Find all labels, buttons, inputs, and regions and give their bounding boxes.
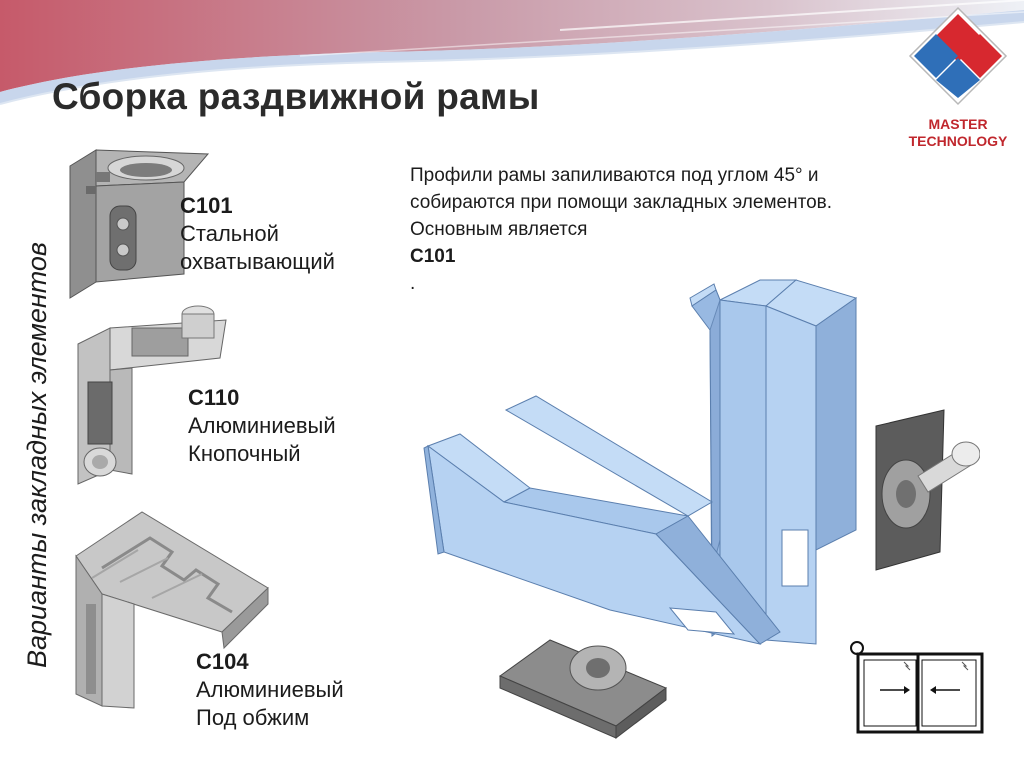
part-c110-code: С110 xyxy=(188,385,240,410)
part-c101-line-1: Стальной xyxy=(180,221,279,246)
part-c101-image xyxy=(69,149,210,299)
vertical-profile xyxy=(689,279,858,645)
part-c101-line-2: охватывающий xyxy=(180,249,335,274)
intro-line-3-suffix: . xyxy=(410,273,416,294)
logo-diamond-icon xyxy=(908,6,1008,106)
intro-line-1: Профили рамы запиливаются под углом 45° … xyxy=(410,165,819,186)
logo-line-2: TECHNOLOGY xyxy=(908,133,1008,149)
part-c104-line-1: Алюминиевый xyxy=(196,677,344,702)
loose-insert-part xyxy=(498,639,667,740)
intro-line-2: собираются при помощи закладных элементо… xyxy=(410,192,833,213)
logo-wordmark: MASTER TECHNOLOGY xyxy=(896,116,1020,150)
part-c110-line-2: Кнопочный xyxy=(188,441,301,466)
part-c104-line-2: Под обжим xyxy=(196,705,310,730)
frame-assembly-illustration xyxy=(423,279,980,740)
master-technology-logo: MASTER TECHNOLOGY xyxy=(896,6,1020,156)
vertical-section-label: Варианты закладных элементов xyxy=(22,241,52,668)
part-c104-image xyxy=(75,511,269,709)
part-c101-caption: С101 Стальной охватывающий xyxy=(180,192,335,276)
intro-paragraph: Профили рамы запиливаются под углом 45° … xyxy=(410,162,1010,297)
part-c110-caption: С110 Алюминиевый Кнопочный xyxy=(188,384,336,468)
logo-line-1: MASTER xyxy=(928,116,988,132)
part-c110-image xyxy=(77,305,227,485)
sliding-window-schema xyxy=(850,641,984,734)
slide-title: Сборка раздвижной рамы xyxy=(52,76,540,117)
header-wave-decoration xyxy=(0,0,1024,105)
intro-line-3: Основным является С101. xyxy=(410,216,1010,297)
part-c104-caption: С104 Алюминиевый Под обжим xyxy=(196,648,344,732)
part-c101-code: С101 xyxy=(180,193,233,218)
intro-line-3-code: С101 xyxy=(410,246,456,267)
horizontal-profile xyxy=(423,395,781,645)
intro-line-3-prefix: Основным является xyxy=(410,219,588,240)
part-c110-line-1: Алюминиевый xyxy=(188,413,336,438)
part-c104-code: С104 xyxy=(196,649,249,674)
corner-insert-part xyxy=(875,409,980,571)
